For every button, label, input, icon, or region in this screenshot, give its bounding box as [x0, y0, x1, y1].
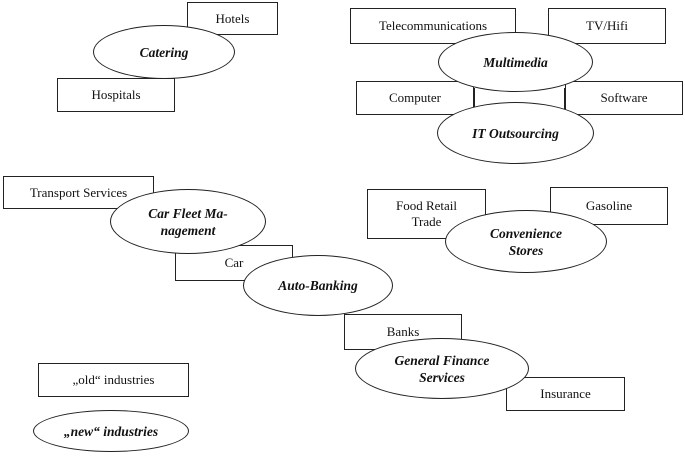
telecommunications-label: Telecommunications	[378, 18, 488, 33]
computer-label: Computer	[389, 90, 441, 105]
legend-new-ellipse: „new“ industries	[33, 410, 189, 452]
legend-old-box: „old“ industries	[38, 363, 189, 397]
insurance-box: Insurance	[506, 377, 625, 411]
food-retail-label: Food Retail Trade	[395, 198, 458, 229]
legend-old-label: „old“ industries	[72, 372, 155, 387]
transport-services-label: Transport Services	[29, 184, 128, 200]
auto-banking-ellipse: Auto-Banking	[243, 255, 393, 316]
software-label: Software	[600, 90, 648, 105]
convenience-label: Convenience Stores	[490, 225, 562, 258]
computer-box: Computer	[356, 81, 474, 115]
convenience-ellipse: Convenience Stores	[445, 210, 607, 273]
gasoline-label: Gasoline	[585, 198, 633, 213]
general-finance-label: General Finance Services	[394, 352, 490, 385]
car-fleet-ellipse: Car Fleet Ma- nagement	[110, 189, 266, 254]
catering-ellipse: Catering	[93, 25, 235, 79]
banks-label: Banks	[386, 324, 420, 339]
insurance-label: Insurance	[540, 386, 591, 401]
auto-banking-label: Auto-Banking	[278, 278, 358, 293]
car-fleet-label: Car Fleet Ma- nagement	[148, 205, 228, 238]
hospitals-label: Hospitals	[91, 87, 141, 102]
catering-label: Catering	[139, 44, 189, 60]
software-box: Software	[565, 81, 683, 115]
car-label: Car	[224, 255, 244, 270]
tv-hifi-label: TV/Hifi	[586, 18, 628, 33]
legend-new-label: „new“ industries	[63, 423, 159, 439]
multimedia-ellipse: Multimedia	[438, 32, 593, 92]
it-outsourcing-label: IT Outsourcing	[472, 125, 559, 141]
it-outsourcing-ellipse: IT Outsourcing	[437, 102, 594, 164]
general-finance-ellipse: General Finance Services	[355, 338, 529, 399]
hospitals-box: Hospitals	[57, 78, 175, 112]
tv-hifi-box: TV/Hifi	[548, 8, 666, 44]
hotels-label: Hotels	[215, 10, 250, 26]
multimedia-label: Multimedia	[483, 54, 548, 70]
